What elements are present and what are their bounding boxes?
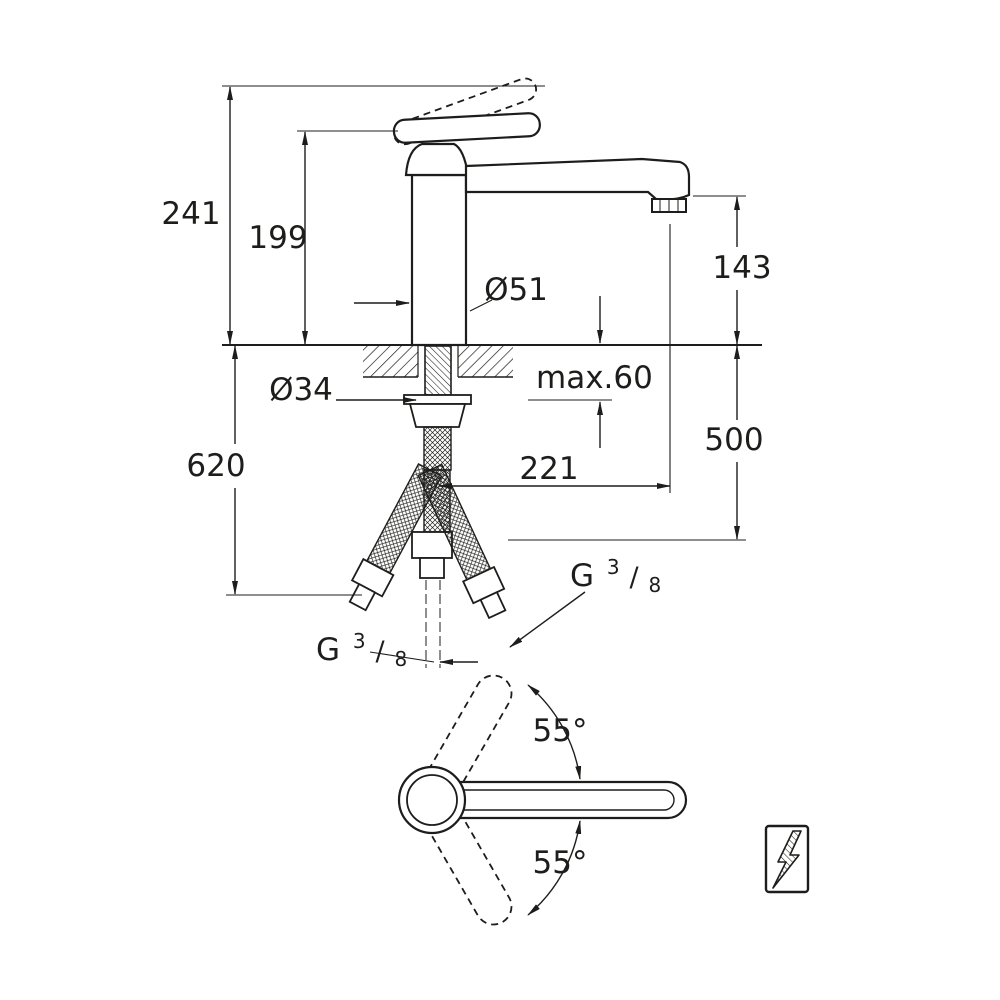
thread-bottom-leader [369,651,435,663]
cartridge-cap [404,142,470,177]
label-max-deck-thickness: max.60 [536,360,653,396]
thread-slash: / [629,562,639,593]
pressure-rating-icon [764,824,810,894]
supply-hose-upper [423,426,452,471]
faucet-side-view [392,77,691,347]
body-top-inner [406,774,458,826]
body-top-outer [397,765,467,835]
hose-tube [348,582,377,612]
hose-nut [411,531,453,559]
dimension-lines [222,85,762,665]
label-height-outlet: 143 [712,250,771,286]
thread-denominator: 8 [394,647,407,671]
label-hose-plane: 500 [704,422,763,458]
thread-size-bottom: G 3 / 8 [316,620,407,671]
angle-labels: 55° 55° [533,713,588,881]
thread-numerator: 3 [607,555,620,579]
threaded-shank [424,345,452,396]
supply-hose-right [417,463,507,620]
thread-numerator: 3 [353,629,366,653]
label-spout-projection: 221 [519,451,578,487]
supply-hose-left [348,462,443,612]
handle-lever [392,112,541,144]
thread-slash: / [375,636,385,667]
label-swivel-down: 55° [533,845,588,881]
mounting-nut [408,403,467,428]
handle-top [436,780,688,820]
label-body-diameter: Ø51 [484,272,548,308]
thread-denominator: 8 [648,573,661,597]
hose-tube [479,590,507,620]
thread-g: G [316,632,340,668]
mounting-assembly [348,345,513,668]
label-hole-diameter: Ø34 [269,372,333,408]
label-height-total: 241 [161,196,220,232]
deck-section-left [363,346,418,377]
thread-right-leader [509,591,586,648]
deck-section-right [458,346,513,377]
faucet-body [410,173,468,347]
label-swivel-up: 55° [533,713,588,749]
label-height-body: 199 [248,220,307,256]
hose-tube [419,557,445,579]
dia51-leader [469,299,493,312]
label-below-deck-total: 620 [186,448,245,484]
lightning-bolt-icon [772,830,802,889]
faucet-top-view [397,674,688,926]
dimension-labels: 241 199 143 Ø51 Ø34 max.60 500 620 221 G… [161,196,771,671]
thread-g: G [570,558,594,594]
swivel-arc-down [527,820,582,916]
thread-size-right: G 3 / 8 [570,546,661,597]
swivel-arc-up [527,684,582,780]
spout [464,157,691,201]
